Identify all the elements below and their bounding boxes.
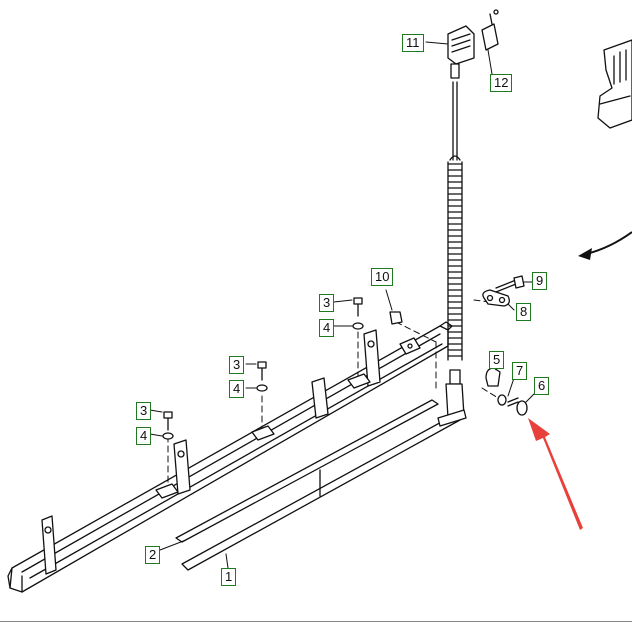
washer-4a [162, 432, 174, 440]
bracket-3 [311, 377, 329, 419]
screw-6 [507, 397, 528, 416]
rail-end-tab [399, 337, 421, 355]
callout-5: 5 [489, 351, 505, 369]
callout-3b: 3 [229, 356, 245, 374]
callout-3c: 3 [319, 294, 335, 312]
nut-10 [389, 311, 403, 325]
callout-12: 12 [490, 74, 513, 92]
connector-clip [481, 9, 499, 51]
callout-11: 11 [402, 34, 424, 52]
bracket-4 [363, 329, 381, 387]
callout-2: 2 [145, 546, 161, 564]
callout-4c: 4 [319, 319, 335, 337]
bolt-9 [495, 275, 525, 293]
callout-1: 1 [221, 568, 237, 586]
callout-4a: 4 [136, 427, 152, 445]
curved-arrow-icon [578, 231, 632, 260]
callout-7: 7 [512, 362, 528, 380]
bracket-2 [173, 439, 191, 495]
washer-4c [352, 322, 364, 330]
callout-6: 6 [534, 377, 550, 395]
bolt-3b [257, 361, 267, 381]
callout-3a: 3 [136, 402, 152, 420]
bottom-divider [0, 621, 632, 622]
spring-assembly [437, 81, 467, 427]
clamp-block-3 [347, 373, 371, 389]
callout-10: 10 [371, 268, 394, 286]
clamp-block-1 [155, 483, 179, 499]
plate-8 [482, 289, 510, 307]
bracket-1 [41, 515, 57, 575]
washer-7 [497, 394, 507, 406]
connector-housing [447, 25, 475, 79]
strip-1 [181, 413, 461, 571]
bolt-3a [163, 411, 173, 431]
callout-9: 9 [532, 272, 548, 290]
callout-8: 8 [516, 303, 532, 321]
washer-4b [256, 384, 268, 392]
clamp-block-2 [251, 425, 275, 441]
bolt-3c [353, 297, 363, 317]
clip-5 [485, 367, 501, 387]
callout-4b: 4 [229, 380, 245, 398]
machine-outline [597, 39, 632, 129]
strip-2 [175, 399, 439, 543]
red-arrow-icon [528, 418, 583, 530]
